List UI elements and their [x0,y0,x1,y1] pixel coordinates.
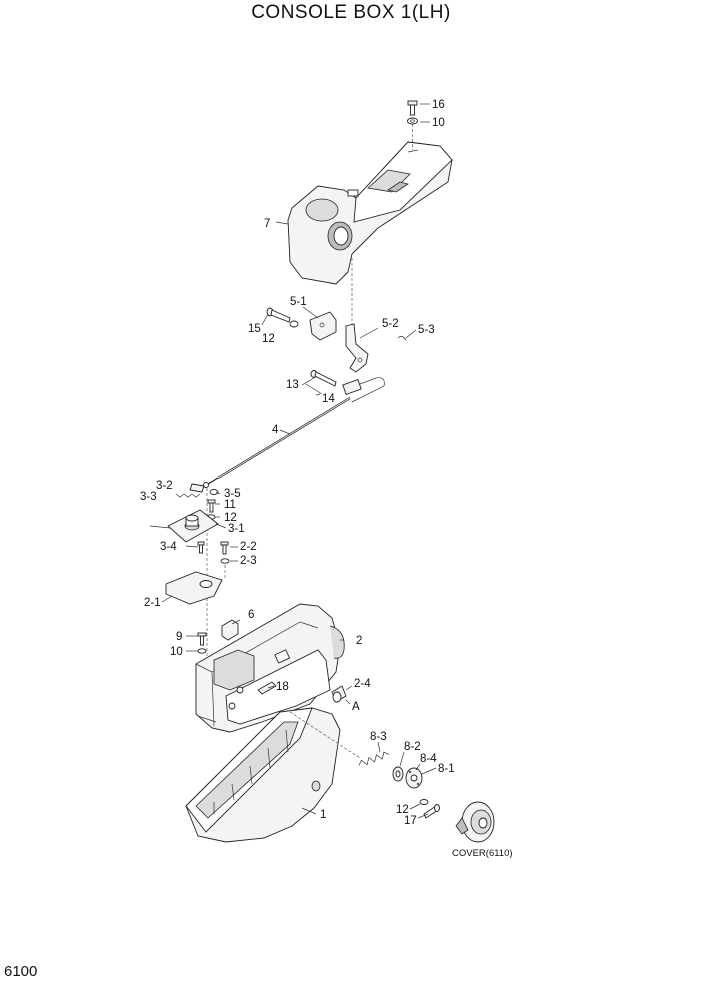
washer-10-drawing [407,117,418,125]
label-13: 13 [286,379,299,391]
bolt-16-drawing [407,100,418,116]
label-cover-ref: COVER(6110) [452,848,513,859]
label-8-2: 8-2 [404,741,421,753]
label-12-mid: 12 [224,512,237,524]
part-8-4-drawing [405,767,423,789]
page-number: 6100 [4,963,38,980]
label-10-lower: 10 [170,646,183,658]
label-3-3: 3-3 [140,491,157,503]
label-3-4: 3-4 [160,541,177,553]
label-2: 2 [356,635,362,647]
label-12-upper: 12 [262,333,275,345]
bolt-15-drawing [266,307,291,323]
label-7: 7 [264,218,270,230]
label-leaders [161,103,437,819]
clip-5-3-drawing [397,336,407,341]
label-18: 18 [276,681,289,693]
lower-cover-1-drawing [185,707,341,843]
part-8-2-drawing [392,766,404,782]
label-8-3: 8-3 [370,731,387,743]
label-2-4: 2-4 [354,678,371,690]
part-18-drawing [257,681,277,695]
bolt-3-4-drawing [197,541,205,554]
bolt-2-2-drawing [220,541,229,555]
spring-8-3-drawing [358,751,390,766]
part-3-5-drawing [209,489,219,495]
leader-line [149,525,171,529]
label-3-2: 3-2 [156,480,173,492]
clevis-drawing [342,377,385,403]
label-3-5: 3-5 [224,488,241,500]
label-4: 4 [272,424,279,436]
label-15: 15 [248,323,261,335]
washer-12c-drawing [419,799,429,805]
label-2-1: 2-1 [144,597,161,609]
label-3-1: 3-1 [228,523,245,535]
bracket-2-1-drawing [165,571,223,605]
label-a: A [352,701,360,713]
label-11: 11 [224,499,236,511]
lever-5-2-drawing [345,323,369,373]
leader-line [289,711,361,759]
bolt-9-drawing [197,632,207,646]
label-17: 17 [404,815,417,827]
part-3-2-drawing [189,483,205,493]
page-title: CONSOLE BOX 1(LH) [251,2,451,23]
bracket-5-1-drawing [309,311,337,341]
washer-2-3-drawing [220,558,230,564]
label-8-4: 8-4 [420,753,437,765]
label-5-1: 5-1 [290,296,307,308]
label-12-lower: 12 [396,804,409,816]
cable-4-drawing [203,397,351,488]
washer-10b-drawing [197,648,207,654]
pin-14-drawing [305,383,323,395]
pin-13-drawing [310,370,337,387]
label-5-3: 5-3 [418,324,435,336]
bolt-11-drawing [207,499,216,513]
label-8-1: 8-1 [438,763,455,775]
washer-12-drawing [289,320,299,328]
label-2-3: 2-3 [240,555,257,567]
label-5-2: 5-2 [382,318,399,330]
label-10: 10 [432,117,445,129]
label-6: 6 [248,609,254,621]
label-14: 14 [322,393,335,405]
label-16: 16 [432,99,445,111]
spring-3-3-drawing [175,493,201,498]
knob-cover-drawing [455,801,495,843]
label-9: 9 [176,631,182,643]
plate-3-1-drawing [167,509,219,543]
frame-2-drawing [195,603,345,733]
bolt-17-drawing [423,804,440,819]
label-1: 1 [320,809,326,821]
label-2-2: 2-2 [240,541,257,553]
upper-cover-7-drawing [287,141,453,285]
part-6-drawing [221,619,239,641]
spacer-2-4-drawing [331,685,347,703]
